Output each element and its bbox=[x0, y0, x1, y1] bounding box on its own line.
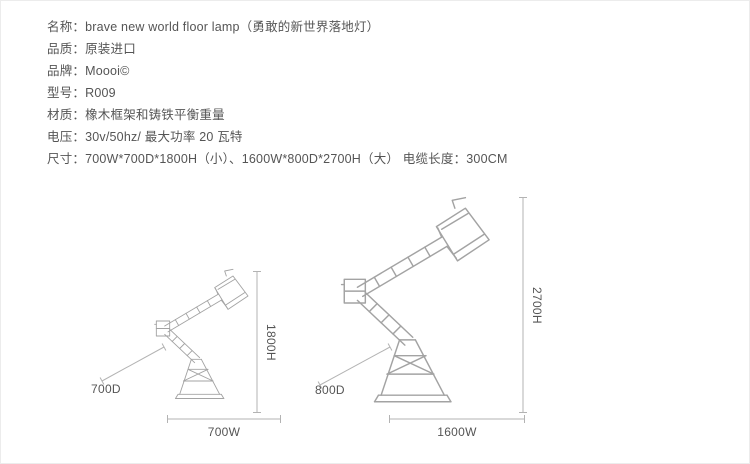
small-height-dimension-line bbox=[253, 271, 261, 413]
spec-quality: 品质：原装进口 bbox=[47, 42, 136, 56]
large-height-label: 2700H bbox=[530, 286, 544, 324]
spec-material: 材质：橡木框架和铸铁平衡重量 bbox=[47, 108, 225, 122]
large-depth-dimension-line bbox=[317, 343, 393, 389]
large-depth-label: 800D bbox=[315, 383, 345, 397]
spec-size: 尺寸：700W*700D*1800H（小）、1600W*800D*2700H（大… bbox=[47, 152, 508, 166]
spec-model: 型号：R009 bbox=[47, 86, 116, 100]
large-width-label: 1600W bbox=[437, 425, 477, 439]
small-height-label: 1800H bbox=[264, 323, 278, 361]
spec-name: 名称：brave new world floor lamp（勇敢的新世界落地灯） bbox=[47, 20, 380, 34]
small-width-label: 700W bbox=[207, 425, 241, 439]
spec-list: 名称：brave new world floor lamp（勇敢的新世界落地灯）… bbox=[47, 16, 508, 170]
large-width-dimension-line bbox=[389, 415, 525, 423]
small-depth-dimension-line bbox=[99, 343, 167, 385]
small-lamp-line-drawing bbox=[154, 268, 249, 399]
small-width-dimension-line bbox=[167, 415, 281, 423]
spec-voltage: 电压：30v/50hz/ 最大功率 20 瓦特 bbox=[47, 130, 243, 144]
spec-brand: 品牌：Moooi© bbox=[47, 64, 130, 78]
large-height-dimension-line bbox=[519, 197, 527, 413]
small-depth-label: 700D bbox=[91, 382, 121, 396]
